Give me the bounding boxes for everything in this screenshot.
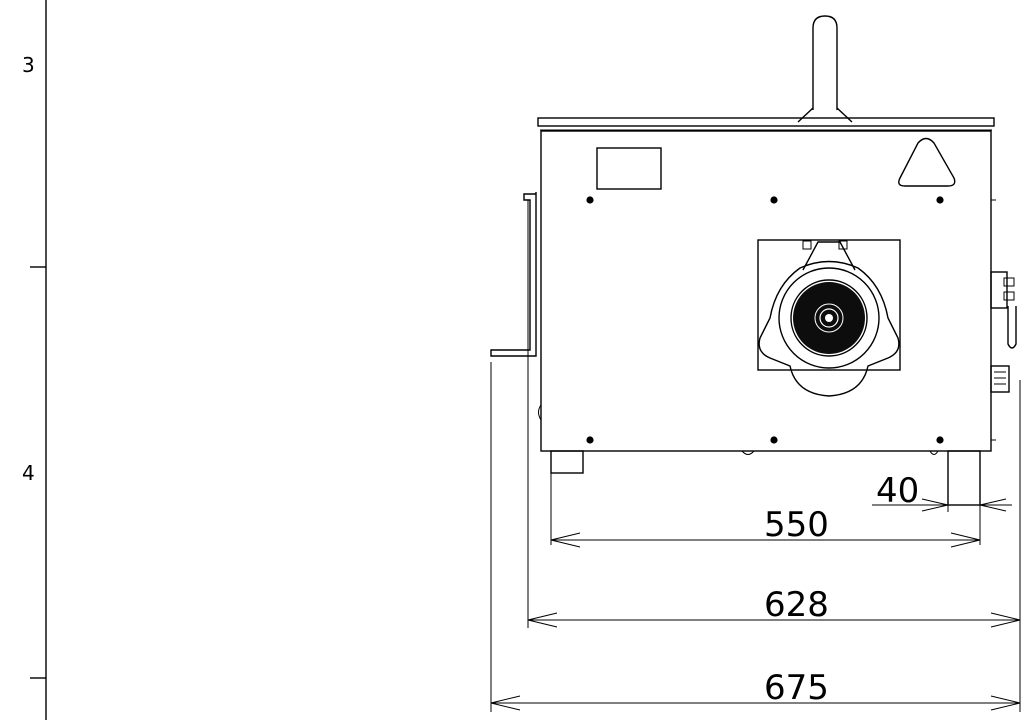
top-handle bbox=[797, 15, 853, 123]
dimension-label-675: 675 bbox=[764, 668, 829, 708]
machine-feet bbox=[550, 450, 981, 506]
warning-triangle bbox=[898, 137, 956, 187]
dimension-label-550: 550 bbox=[764, 505, 829, 545]
dimension-675 bbox=[490, 695, 1021, 711]
crank-handle bbox=[490, 192, 542, 360]
dimension-40 bbox=[872, 498, 1012, 512]
dimension-label-628: 628 bbox=[764, 585, 829, 625]
machine-body bbox=[538, 130, 992, 455]
zone-label-4: 4 bbox=[22, 461, 35, 485]
dimension-550 bbox=[550, 532, 981, 548]
body-screws bbox=[586, 196, 944, 444]
dimension-label-40: 40 bbox=[876, 471, 919, 511]
right-side-fittings bbox=[990, 199, 1017, 441]
dimension-lines: 40 550 628 675 bbox=[490, 200, 1021, 712]
mincer-head bbox=[757, 239, 901, 397]
label-plate bbox=[596, 147, 662, 190]
drawing-border: 3 4 bbox=[22, 0, 47, 720]
zone-label-3: 3 bbox=[22, 53, 35, 77]
machine-lid bbox=[537, 117, 995, 131]
dimension-628 bbox=[527, 612, 1021, 628]
